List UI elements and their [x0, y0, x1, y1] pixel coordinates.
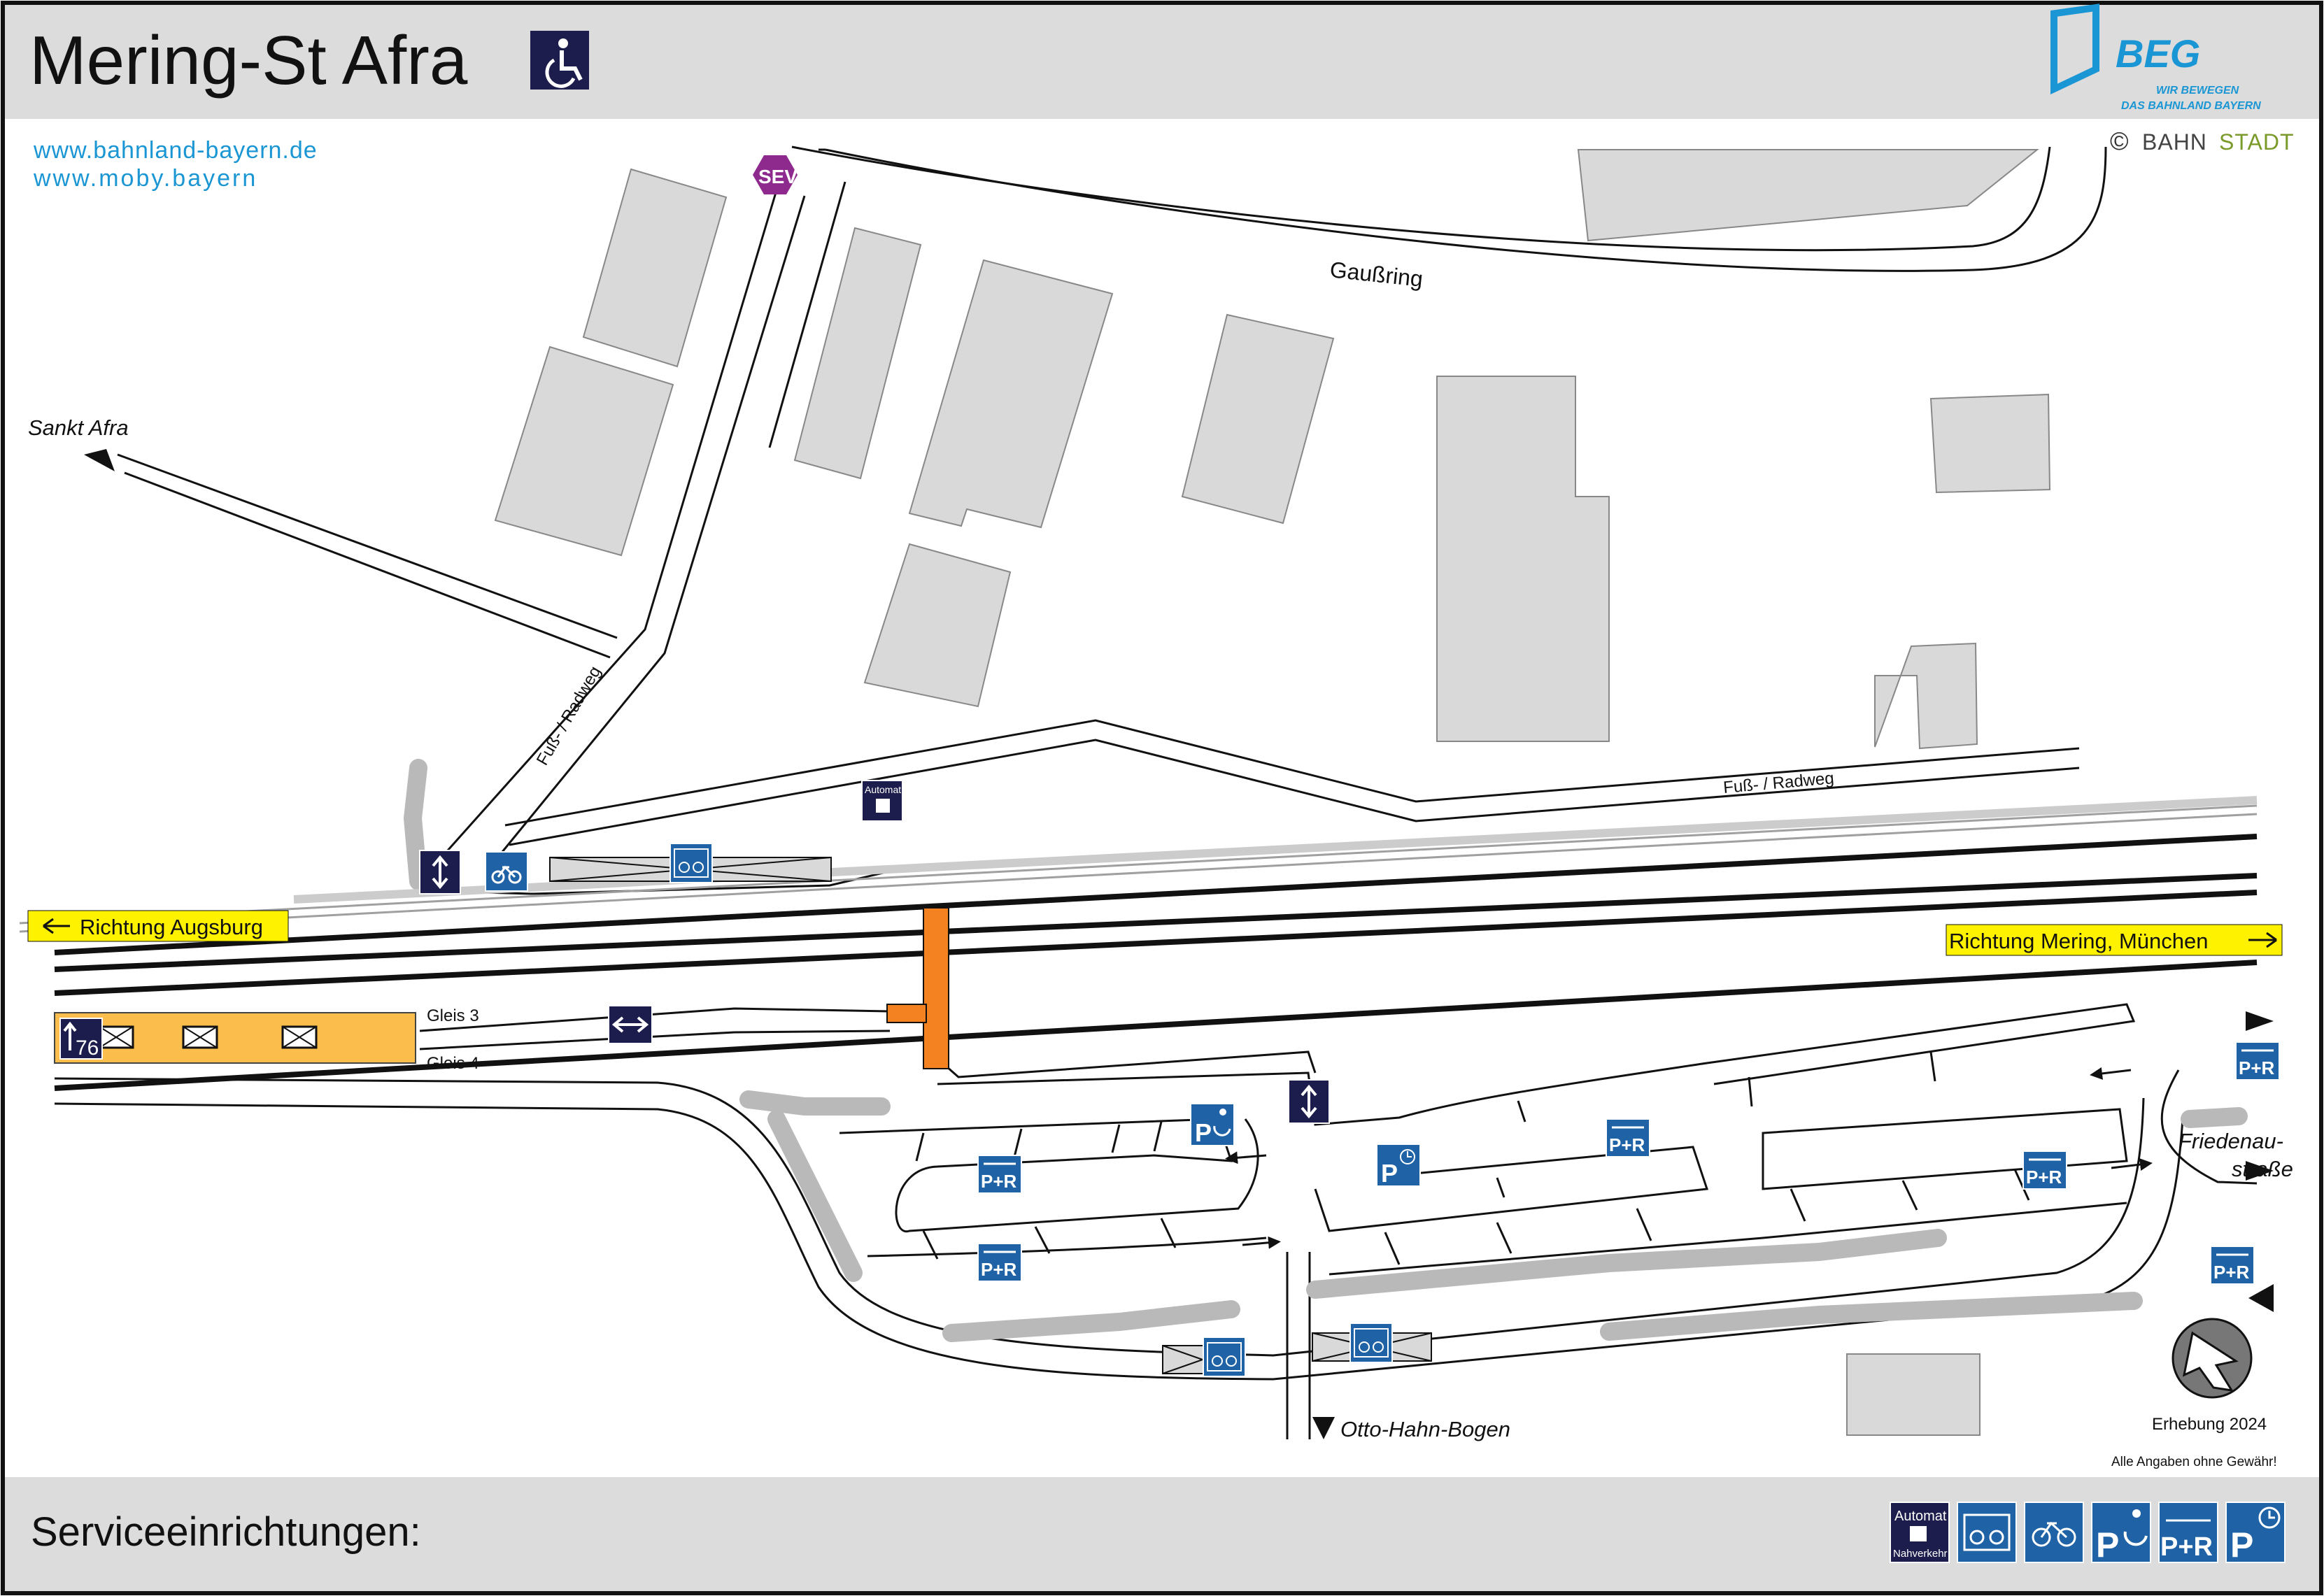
buildings — [494, 149, 2051, 1436]
building — [863, 543, 1012, 708]
parking-stalls — [915, 1051, 2030, 1265]
bike-box-icon — [669, 843, 713, 883]
short-term-parking-icon: P — [1376, 1143, 1421, 1188]
direction-augsburg: Richtung Augsburg — [27, 910, 289, 942]
header-band — [5, 5, 2319, 119]
road-arrows — [2246, 1011, 2274, 1312]
footer-short-term-parking-letter: P — [2230, 1525, 2253, 1565]
footer-park-and-ride-icon: P+R — [2158, 1502, 2218, 1563]
ramp-horizontal-icon — [608, 1005, 653, 1044]
park-and-ride-icon: P+R — [2210, 1246, 2255, 1285]
link-bahnland[interactable]: www.bahnland-bayern.de — [33, 137, 318, 164]
brand-tagline-1: WIR BEWEGEN — [2156, 85, 2239, 97]
footer-ticket-machine-icon: Automat Nahverkehr — [1890, 1502, 1950, 1563]
sankt-afra-label: Sankt Afra — [28, 415, 129, 440]
beg-logo: BEG WIR BEWEGEN DAS BAHNLAND BAYERN — [2050, 3, 2261, 112]
brand-name: BEG — [2116, 31, 2200, 76]
building — [1874, 642, 1978, 750]
footer-short-term-parking-icon: P — [2225, 1502, 2286, 1565]
link-moby[interactable]: www.moby.bayern — [33, 165, 257, 192]
park-and-ride-icon: P+R — [1606, 1118, 1650, 1157]
sev-label: SEV — [758, 166, 798, 187]
bike-parking-icon — [485, 851, 528, 892]
park-and-ride-label: P+R — [2026, 1167, 2062, 1188]
track-3-label: Gleis 3 — [427, 1006, 479, 1025]
building — [1577, 149, 2039, 242]
parking-areas — [839, 1003, 2136, 1276]
sev-icon: SEV — [753, 155, 798, 194]
building — [494, 345, 674, 557]
park-and-ride-icon: P+R — [2235, 1041, 2280, 1081]
short-term-parking-letter: P — [1381, 1159, 1398, 1188]
page-title: Mering-St Afra — [29, 22, 468, 99]
footer-title: Serviceeinrichtungen: — [31, 1509, 421, 1555]
park-and-ride-icon: P+R — [2022, 1150, 2067, 1190]
park-and-ride-label: P+R — [2239, 1057, 2275, 1078]
copyright: © BAHN STADT — [2110, 127, 2295, 155]
building — [908, 259, 1114, 529]
disclaimer-label: Alle Angaben ohne Gewähr! — [2111, 1455, 2277, 1469]
building — [1846, 1353, 1981, 1436]
elevator-icon — [1288, 1079, 1330, 1124]
park-and-ride-icon: P+R — [977, 1155, 1022, 1194]
direction-augsburg-label: Richtung Augsburg — [80, 915, 263, 939]
building — [793, 227, 922, 480]
park-and-ride-label: P+R — [981, 1259, 1017, 1280]
north-arrow-icon — [2171, 1318, 2253, 1399]
park-and-ride-label: P+R — [981, 1171, 1017, 1192]
underpass — [886, 907, 949, 1069]
disabled-parking-icon: P — [1190, 1103, 1235, 1147]
disabled-parking-letter: P — [1195, 1118, 1212, 1147]
footer-park-and-ride-label: P+R — [2160, 1532, 2213, 1562]
footer-disabled-parking-letter: P — [2096, 1525, 2119, 1565]
otto-hahn-label: Otto-Hahn-Bogen — [1340, 1417, 1510, 1441]
platform-height-sign: 76 — [59, 1018, 103, 1060]
building — [1929, 393, 2051, 494]
direction-muenchen: Richtung Mering, München — [1946, 924, 2283, 956]
platform-number: 76 — [76, 1036, 99, 1060]
footer-automat-line1: Automat — [1894, 1509, 1947, 1524]
park-and-ride-label: P+R — [2213, 1262, 2250, 1283]
track-4-label: Gleis 4 — [427, 1054, 479, 1073]
park-and-ride-icon: P+R — [977, 1243, 1022, 1282]
building — [582, 168, 728, 368]
footer-automat-line2: Nahverkehr — [1893, 1548, 1948, 1560]
platform-shelters — [98, 1025, 318, 1049]
otto-hahn-arrow — [1312, 1417, 1335, 1439]
sankt-afra-arrow — [84, 449, 115, 471]
flow-arrows — [1225, 1067, 2153, 1249]
bike-box-icon — [1203, 1337, 1246, 1377]
friedenau-label-1: Friedenau- — [2178, 1129, 2283, 1153]
ticket-machine-icon: Automat — [861, 780, 903, 822]
railway — [19, 796, 2258, 1091]
copyright-symbol: © — [2110, 127, 2129, 155]
bike-box-icon — [1349, 1323, 1393, 1363]
copyright-part1: BAHN — [2142, 129, 2207, 155]
brand-tagline-2: DAS BAHNLAND BAYERN — [2121, 100, 2261, 112]
direction-muenchen-label: Richtung Mering, München — [1949, 929, 2208, 953]
building — [1181, 313, 1335, 525]
copyright-part2: STADT — [2219, 129, 2295, 155]
footer-disabled-parking-icon: P — [2091, 1502, 2151, 1565]
footer-bike-parking-icon — [2024, 1502, 2084, 1563]
survey-label: Erhebung 2024 — [2152, 1415, 2267, 1434]
building — [1436, 376, 1610, 742]
elevator-icon — [419, 850, 461, 895]
vegetation — [403, 759, 2248, 1342]
footer-bike-box-icon — [1957, 1502, 2017, 1563]
automat-label-map: Automat — [865, 784, 901, 795]
park-and-ride-label: P+R — [1609, 1134, 1645, 1155]
wheelchair-icon — [530, 31, 589, 90]
